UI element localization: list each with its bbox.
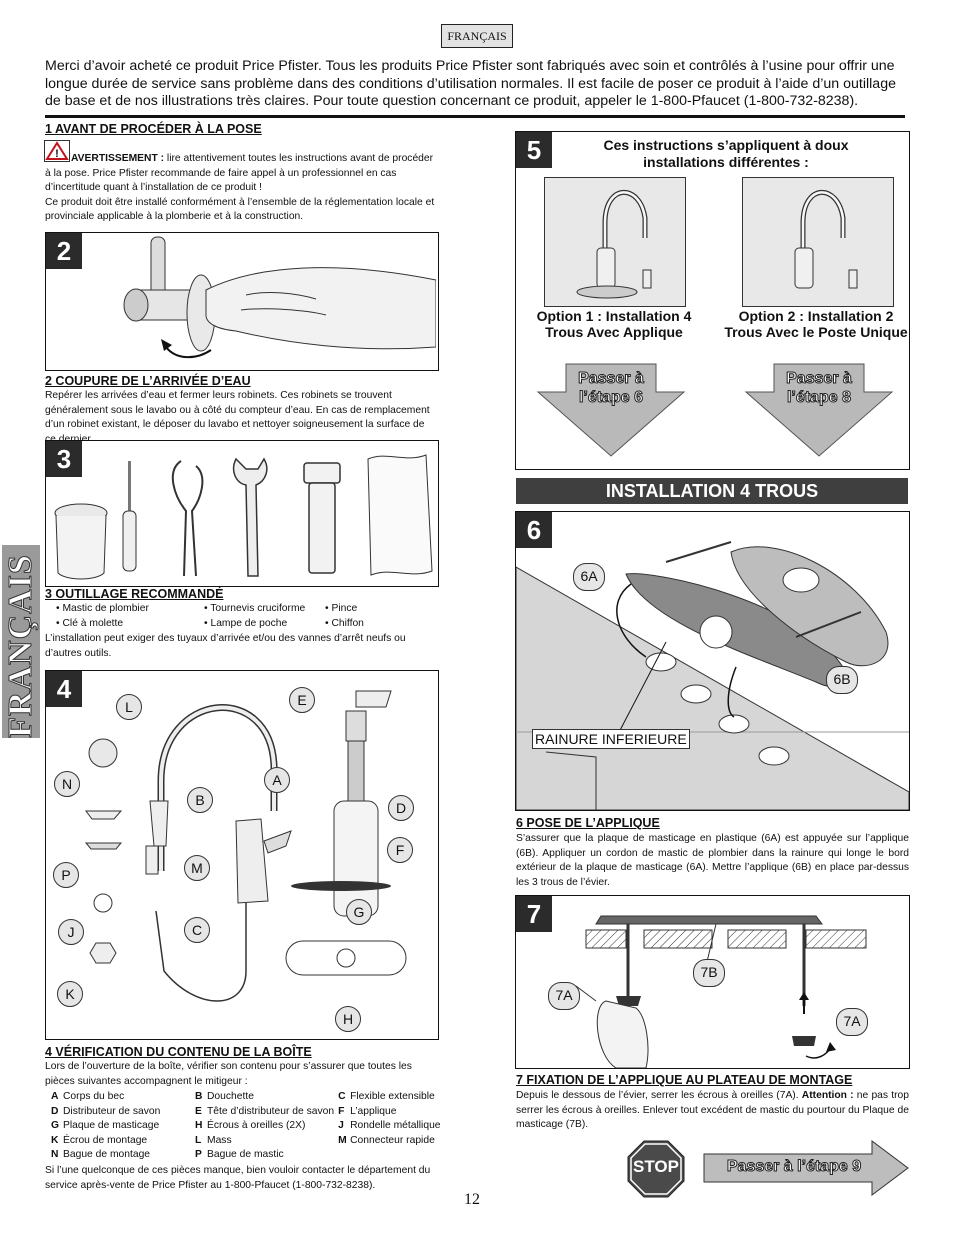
step2-number: 2 xyxy=(46,233,82,269)
callout-7a-left: 7A xyxy=(548,982,580,1010)
flashlight-icon xyxy=(303,462,341,574)
pliers-icon xyxy=(171,460,204,577)
callout-6b: 6B xyxy=(826,666,858,694)
tool-item: • Pince xyxy=(325,603,358,614)
header-rule xyxy=(45,115,905,118)
option2-label: Option 2 : Installation 2 Trous Avec le … xyxy=(724,308,908,340)
step3-panel: 3 xyxy=(45,440,439,587)
callout-p: P xyxy=(53,862,79,888)
side-tab-label: FRANÇAIS xyxy=(2,554,40,739)
screwdriver-icon xyxy=(122,461,137,572)
callout-c: C xyxy=(184,917,210,943)
callout-a: A xyxy=(264,767,290,793)
code-text: Ce produit doit être installé conforméme… xyxy=(45,196,435,223)
callout-b: B xyxy=(187,787,213,813)
step6-panel: 6 6A 6B RAINURE INFERIEURE xyxy=(515,511,910,811)
box-contents-illustration xyxy=(84,690,407,1002)
option2-image xyxy=(742,177,894,307)
side-language-tab: FRANÇAIS xyxy=(2,545,40,738)
section1-title: 1 AVANT DE PROCÉDER À LA POSE xyxy=(45,122,262,136)
intro-paragraph: Merci d’avoir acheté ce produit Price Pf… xyxy=(45,58,896,109)
tools-column-1: • Mastic de plombier • Clé à molette xyxy=(56,602,196,631)
tools-illustration xyxy=(54,454,433,580)
step4-title: 4 VÉRIFICATION DU CONTENU DE LA BOÎTE xyxy=(45,1045,312,1059)
step5-panel: 5 Ces instructions s’appliquent à doux i… xyxy=(515,131,910,470)
wing-nut-illustration xyxy=(575,915,867,1068)
step2-title: 2 COUPURE DE L’ARRIVÉE D’EAU xyxy=(45,374,251,388)
step3-note: L’installation peut exiger des tuyaux d’… xyxy=(45,633,406,659)
step6-title: 6 POSE DE L’APPLIQUE xyxy=(516,816,660,830)
step7-panel: 7 7B 7A 7A xyxy=(515,895,910,1069)
arrow-down-icon xyxy=(744,363,894,457)
step5-number: 5 xyxy=(516,132,552,168)
page-number: 12 xyxy=(464,1191,480,1208)
tool-item: • Chiffon xyxy=(325,617,364,629)
section1-body: AVERTISSEMENT : lire attentivement toute… xyxy=(45,152,438,225)
callout-m: M xyxy=(184,855,210,881)
wrench-icon xyxy=(232,457,268,577)
step4-intro: Lors de l’ouverture de la boîte, vérifie… xyxy=(45,1061,412,1087)
tools-column-3: • Pince • Chiffon xyxy=(325,602,415,631)
callout-n: N xyxy=(54,771,80,797)
callout-e: E xyxy=(289,687,315,713)
callout-g: G xyxy=(346,899,372,925)
stop-label: STOP xyxy=(633,1157,679,1176)
tool-item: • Mastic de plombier xyxy=(56,603,149,614)
goto-step6-label: Passer à l’étape 6 xyxy=(578,370,645,407)
step7-number: 7 xyxy=(516,896,552,932)
warning-label: AVERTISSEMENT : xyxy=(71,153,165,164)
step4-panel: 4 L E N A B D F M P G J C K H xyxy=(45,670,439,1040)
callout-j: J xyxy=(58,919,84,945)
tool-item: • Clé à molette xyxy=(56,617,124,629)
faucet-single-post-icon xyxy=(794,189,858,289)
callout-7b: 7B xyxy=(693,959,725,987)
rag-icon xyxy=(367,454,433,576)
callout-l: L xyxy=(116,694,142,720)
step4-footer: Si l’une quelconque de ces pièces manque… xyxy=(45,1165,431,1191)
shutoff-valve-illustration xyxy=(123,236,436,359)
option1-label: Option 1 : Installation 4 Trous Avec App… xyxy=(536,308,692,340)
tools-column-2: • Tournevis cruciforme • Lampe de poche xyxy=(204,602,324,631)
step4-number: 4 xyxy=(46,671,82,707)
faucet-with-plate-icon xyxy=(576,189,652,299)
step2-text: Repérer les arrivées d’eau et fermer leu… xyxy=(45,390,430,445)
arrow-down-icon xyxy=(536,363,686,457)
warning-text: lire attentivement toutes les instructio… xyxy=(45,153,434,194)
sink-escutcheon-illustration xyxy=(516,512,909,810)
step6-number: 6 xyxy=(516,512,552,548)
arrow-right-icon xyxy=(703,1140,909,1196)
callout-k: K xyxy=(57,981,83,1007)
stop-sign-icon xyxy=(627,1140,685,1198)
goto-step8-label: Passer à l’étape 8 xyxy=(786,370,853,407)
installation-4-holes-bar: INSTALLATION 4 TROUS xyxy=(516,478,908,504)
svg-text:!: ! xyxy=(55,148,59,160)
attention-label: Attention : xyxy=(801,1090,854,1101)
goto-step9-label: Passer à l’étape 9 xyxy=(726,1158,862,1176)
step3-title: 3 OUTILLAGE RECOMMANDÉ xyxy=(45,587,224,601)
step2-panel: 2 xyxy=(45,232,439,371)
step6-text: S’assurer que la plaque de masticage en … xyxy=(516,833,909,888)
putty-jar-icon xyxy=(54,503,108,580)
warning-icon: ! xyxy=(44,140,70,162)
option1-image xyxy=(544,177,686,307)
tool-item: • Tournevis cruciforme xyxy=(204,603,306,614)
callout-6a: 6A xyxy=(573,563,605,591)
callout-h: H xyxy=(335,1006,361,1032)
language-tag: FRANÇAIS xyxy=(441,24,513,48)
groove-label: RAINURE INFERIEURE xyxy=(532,729,690,749)
step7-title: 7 FIXATION DE L’APPLIQUE AU PLATEAU DE M… xyxy=(516,1073,853,1087)
callout-d: D xyxy=(388,795,414,821)
tool-item: • Lampe de poche xyxy=(204,617,288,629)
callout-7a-right: 7A xyxy=(836,1008,868,1036)
callout-f: F xyxy=(387,837,413,863)
step3-number: 3 xyxy=(46,441,82,477)
step7-text: Depuis le dessous de l’évier, serrer les… xyxy=(516,1090,909,1131)
step5-heading: Ces instructions s’appliquent à doux ins… xyxy=(603,137,849,170)
